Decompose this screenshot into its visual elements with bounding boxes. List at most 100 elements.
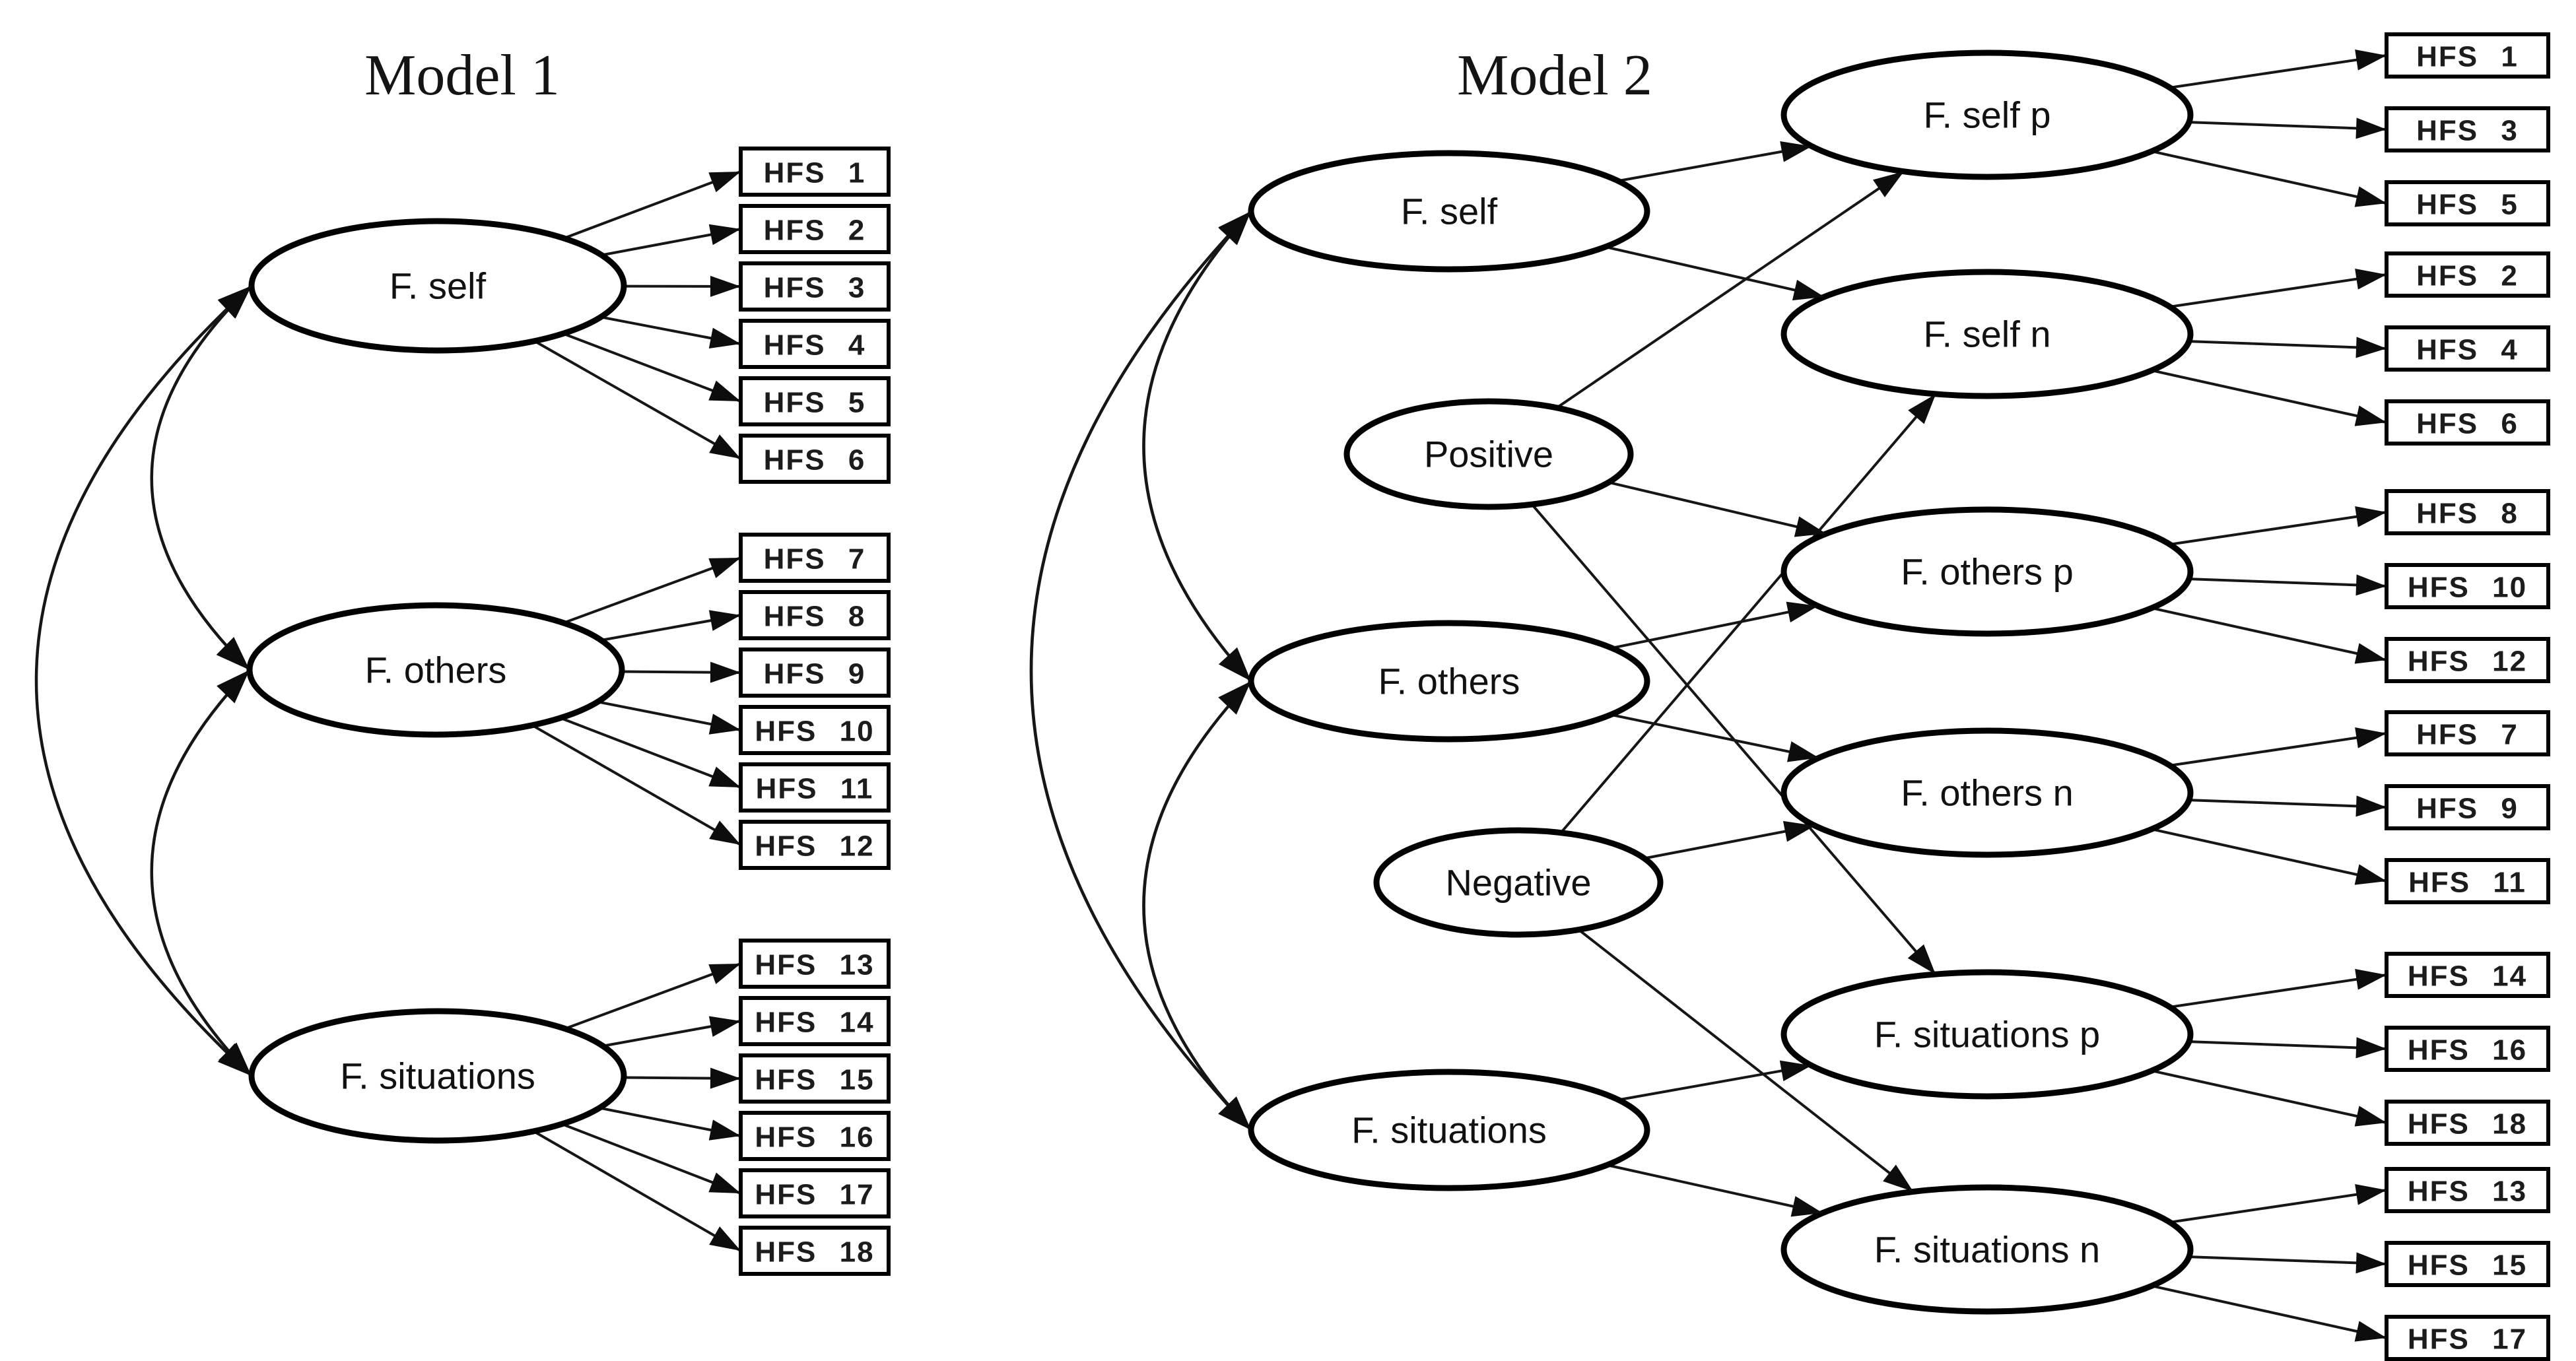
indicator-label-m2-hfs-3: HFS 3 <box>2416 115 2519 147</box>
indicator-m2-hfs-7: HFS 7 <box>2385 710 2550 756</box>
latent-m2-situations-n: F. situations n <box>1780 1184 2194 1315</box>
covariance-arc-m2-self-others <box>1142 210 1252 682</box>
indicator-label-m2-hfs-18: HFS 18 <box>2408 1108 2527 1141</box>
indicator-m2-hfs-6: HFS 6 <box>2385 399 2550 446</box>
latent-ellipse-m2-self-p <box>1780 50 2194 180</box>
arrowhead-m1-hfs-12 <box>709 820 741 845</box>
loading-arrow-m2-others-p-to-hfs-10 <box>2188 578 2387 587</box>
arrowhead-m2-hfs-1 <box>2355 49 2387 71</box>
indicator-m2-hfs-9: HFS 9 <box>2385 784 2550 830</box>
loading-arrow-m2-others-n-to-hfs-7 <box>2169 732 2387 767</box>
indicator-m1-hfs-7: HFS 7 <box>739 533 891 583</box>
indicator-label-m2-hfs-1: HFS 1 <box>2416 41 2519 73</box>
arrowhead-m2-negative-situations-n <box>1883 1164 1914 1192</box>
loading-arrow-m1-situations-to-hfs-17 <box>561 1123 741 1195</box>
loading-arrow-m2-self-p-to-hfs-1 <box>2169 54 2387 89</box>
latent-m1-self: F. self <box>248 218 627 354</box>
covariance-arrowhead-m1-others <box>216 636 250 670</box>
latent-ellipse-m2-self-n <box>1780 269 2194 399</box>
latent-ellipse-m2-others-n <box>1780 727 2194 858</box>
loading-arrow-m2-self-p-to-hfs-3 <box>2188 121 2387 131</box>
latent-m2-situations: F. situations <box>1248 1069 1650 1191</box>
arrowhead-m1-hfs-17 <box>708 1172 741 1193</box>
indicator-m1-hfs-14: HFS 14 <box>739 996 891 1046</box>
model-2-title: Model 2 <box>1457 44 1652 108</box>
model-1-title: Model 1 <box>364 44 560 108</box>
indicator-m2-hfs-12: HFS 12 <box>2385 637 2550 683</box>
covariance-arrowhead-m2-situations <box>1218 1096 1251 1130</box>
arrowhead-m2-hfs-2 <box>2355 268 2387 290</box>
arrowhead-m2-others-others-n <box>1786 741 1819 762</box>
indicator-m1-hfs-13: HFS 13 <box>739 939 891 989</box>
latent-m2-negative: Negative <box>1373 827 1664 938</box>
loading-arrow-m2-others-p-to-hfs-12 <box>2151 607 2387 661</box>
latent-m2-self-n: F. self n <box>1780 269 2194 399</box>
indicator-label-m1-hfs-14: HFS 14 <box>755 1007 874 1039</box>
path-arrow-m2-negative-to-self-n <box>1559 393 1937 834</box>
indicator-label-m1-hfs-13: HFS 13 <box>755 949 874 981</box>
covariance-arrowhead-m1-situations <box>217 1043 252 1076</box>
indicator-box-m1-hfs-2 <box>739 204 891 254</box>
latent-m2-others: F. others <box>1248 620 1650 743</box>
loading-arrow-m2-others-n-to-hfs-9 <box>2188 799 2387 809</box>
path-arrow-m2-negative-to-situations-n <box>1578 928 1915 1193</box>
path-arrow-m2-positive-to-others-p <box>1608 481 1827 535</box>
loading-arrow-m1-situations-to-hfs-13 <box>564 962 741 1030</box>
indicator-box-m2-hfs-11 <box>2385 858 2550 904</box>
indicator-label-m1-hfs-5: HFS 5 <box>764 387 866 419</box>
latent-label-m2-self-n: F. self n <box>1924 314 2051 355</box>
latent-label-m2-self-p: F. self p <box>1924 94 2051 136</box>
indicator-m2-hfs-3: HFS 3 <box>2385 106 2550 152</box>
arrowhead-m1-hfs-1 <box>708 172 741 193</box>
indicator-label-m2-hfs-15: HFS 15 <box>2408 1249 2527 1282</box>
arrowhead-m2-positive-situations-p <box>1907 944 1936 975</box>
indicator-m1-hfs-2: HFS 2 <box>739 204 891 254</box>
arrowhead-m2-hfs-3 <box>2356 117 2387 139</box>
indicator-label-m2-hfs-5: HFS 5 <box>2416 189 2519 221</box>
loading-arrow-m2-self-n-to-hfs-4 <box>2188 340 2387 350</box>
latent-label-m2-situations: F. situations <box>1351 1110 1547 1151</box>
indicator-m2-hfs-5: HFS 5 <box>2385 180 2550 226</box>
arrowhead-m2-hfs-12 <box>2354 643 2387 664</box>
latent-label-m1-situations: F. situations <box>340 1055 535 1097</box>
arrowhead-m1-hfs-3 <box>710 275 741 297</box>
arrowhead-m1-hfs-14 <box>708 1016 741 1037</box>
covariance-arc-m2-others-situations <box>1142 680 1252 1131</box>
indicator-m1-hfs-8: HFS 8 <box>739 590 891 640</box>
covariance-arrowhead-m2-self <box>1218 211 1251 245</box>
covariance-arrowhead-m2-others <box>1218 681 1251 715</box>
nodes-layer: F. self F. others F. situations HFS 1 HFS 2 H… <box>246 32 2550 1361</box>
indicator-label-m2-hfs-6: HFS 6 <box>2416 408 2519 440</box>
edges-layer <box>34 54 2387 1339</box>
covariance-arrowhead-m2-others <box>1218 647 1251 681</box>
indicator-label-m2-hfs-8: HFS 8 <box>2416 498 2519 530</box>
loading-arrow-m2-situations-n-to-hfs-13 <box>2169 1189 2387 1224</box>
arrowhead-m2-hfs-10 <box>2356 574 2387 596</box>
indicator-box-m1-hfs-9 <box>739 647 891 698</box>
latent-label-m2-others: F. others <box>1378 661 1520 702</box>
indicator-box-m2-hfs-7 <box>2385 710 2550 756</box>
latent-label-m2-self: F. self <box>1401 191 1498 232</box>
loading-arrow-m2-others-p-to-hfs-8 <box>2169 511 2387 546</box>
arrowheads-layer <box>216 49 2387 1342</box>
latent-m1-others: F. others <box>246 602 625 738</box>
latent-label-m2-situations-n: F. situations n <box>1874 1229 2100 1271</box>
indicator-label-m2-hfs-7: HFS 7 <box>2416 719 2519 751</box>
latent-label-m1-self: F. self <box>390 265 487 307</box>
path-arrow-m2-positive-to-self-p <box>1555 170 1905 409</box>
arrowhead-m1-hfs-5 <box>708 380 741 401</box>
arrowhead-m2-positive-others-p <box>1794 516 1827 537</box>
indicator-label-m1-hfs-3: HFS 3 <box>764 272 866 304</box>
indicator-m2-hfs-15: HFS 15 <box>2385 1241 2550 1287</box>
indicator-m1-hfs-17: HFS 17 <box>739 1168 891 1218</box>
indicator-label-m2-hfs-11: HFS 11 <box>2408 867 2526 899</box>
loading-arrow-m2-situations-p-to-hfs-16 <box>2188 1040 2387 1050</box>
indicator-label-m2-hfs-10: HFS 10 <box>2408 572 2527 604</box>
indicator-label-m1-hfs-8: HFS 8 <box>764 601 866 633</box>
latent-m2-self: F. self <box>1248 150 1650 273</box>
indicator-label-m2-hfs-4: HFS 4 <box>2416 334 2519 366</box>
covariance-arrowhead-m1-others <box>217 670 250 704</box>
indicator-m2-hfs-8: HFS 8 <box>2385 489 2550 535</box>
arrowhead-m2-hfs-16 <box>2356 1037 2387 1059</box>
